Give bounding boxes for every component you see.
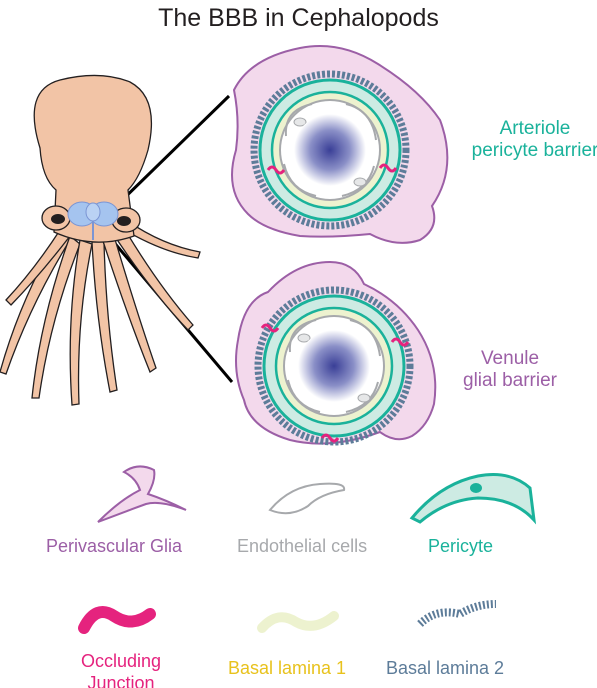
octopus-illustration: [0, 74, 201, 406]
arteriole-label: Arteriole pericyte barrier: [470, 118, 597, 162]
perivascular-glia-legend-icon: [97, 465, 187, 523]
occluding-junction-icon: [260, 323, 410, 443]
endothelial-cell-legend-icon: [268, 482, 346, 515]
arteriole-cross-section: [231, 45, 449, 244]
legend-occluding-junction-line-1: Occluding: [80, 651, 162, 671]
legend-perivascular-glia: Perivascular Glia: [46, 536, 183, 556]
venule-label-line-2: glial barrier: [463, 370, 557, 391]
venule-label-line-1: Venule: [480, 348, 540, 369]
venule-cross-section: [235, 260, 437, 444]
occluding-junction-icon: [266, 163, 398, 175]
pointer-line-arteriole: [110, 94, 231, 212]
basal-lamina-1-legend-icon: [257, 611, 339, 633]
arteriole-label-line-2: pericyte barrier: [471, 140, 597, 161]
brain-icon: [67, 201, 119, 240]
occluding-junction-legend-icon: [78, 606, 156, 634]
legend-occluding-junction: Occluding Junction: [46, 650, 196, 688]
venule-label: Venule glial barrier: [440, 348, 580, 392]
diagram-title: The BBB in Cephalopods: [158, 4, 439, 32]
legend-endothelial-cells: Endothelial cells: [237, 536, 368, 556]
basal-lamina-2-legend-icon: [417, 600, 497, 627]
arteriole-label-line-1: Arteriole: [499, 118, 571, 139]
legend-pericyte: Pericyte: [428, 536, 494, 556]
legend-basal-lamina-2: Basal lamina 2: [386, 658, 505, 678]
legend-basal-lamina-1: Basal lamina 1: [228, 658, 347, 678]
pericyte-legend-icon: [409, 473, 537, 525]
legend-occluding-junction-line-2: Junction: [87, 673, 155, 688]
